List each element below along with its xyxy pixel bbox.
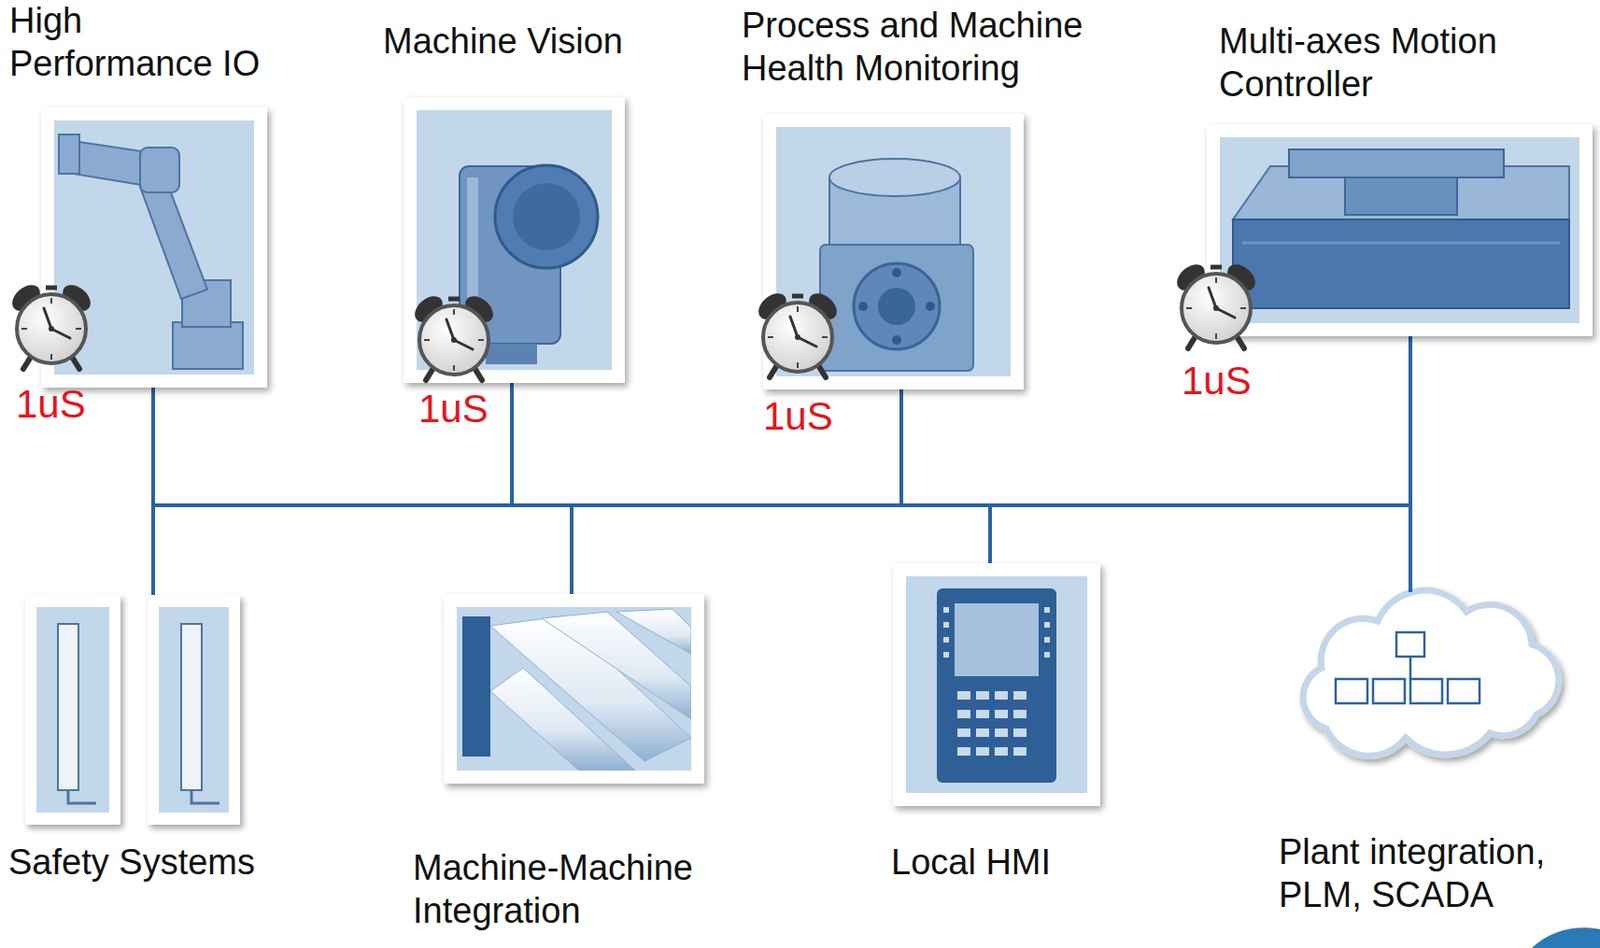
device-label: High Performance IO bbox=[9, 0, 281, 85]
bus-line bbox=[511, 382, 572, 595]
bus-line bbox=[1408, 336, 1413, 593]
device-label: Machine Vision bbox=[382, 20, 624, 64]
bus-line bbox=[990, 336, 1411, 564]
device-label: Process and Machine Health Monitoring bbox=[741, 4, 1102, 90]
integration-box: Machine-Machine Integration bbox=[443, 594, 705, 784]
device-label: Local HMI bbox=[891, 841, 1051, 885]
safety-group: Safety Systems bbox=[25, 594, 241, 825]
logo-fragment bbox=[1531, 927, 1600, 948]
motion-box: Multi-axes Motion Controller bbox=[1206, 124, 1593, 337]
bus-line bbox=[901, 389, 991, 564]
latency-label: 1uS bbox=[418, 385, 489, 433]
hmi-box: Local HMI bbox=[892, 563, 1101, 807]
motion-stage bbox=[1219, 137, 1580, 324]
device-label: Plant integration, PLM, SCADA bbox=[1278, 831, 1564, 917]
device-label: Multi-axes Motion Controller bbox=[1218, 20, 1537, 106]
cloud-box: Plant integration, PLM, SCADA bbox=[1301, 592, 1552, 746]
device-label: Safety Systems bbox=[8, 841, 255, 885]
roller-conveyor bbox=[456, 607, 692, 771]
latency-label: 1uS bbox=[763, 393, 834, 440]
latency-label: 1uS bbox=[1181, 357, 1252, 405]
bus-line bbox=[571, 389, 902, 595]
cloud-network bbox=[1302, 590, 1559, 756]
hmi-panel bbox=[906, 576, 1088, 793]
latency-label: 1uS bbox=[15, 381, 86, 428]
device-label: Machine-Machine Integration bbox=[412, 847, 717, 933]
light-curtains bbox=[25, 594, 241, 825]
bus-line bbox=[153, 382, 512, 506]
